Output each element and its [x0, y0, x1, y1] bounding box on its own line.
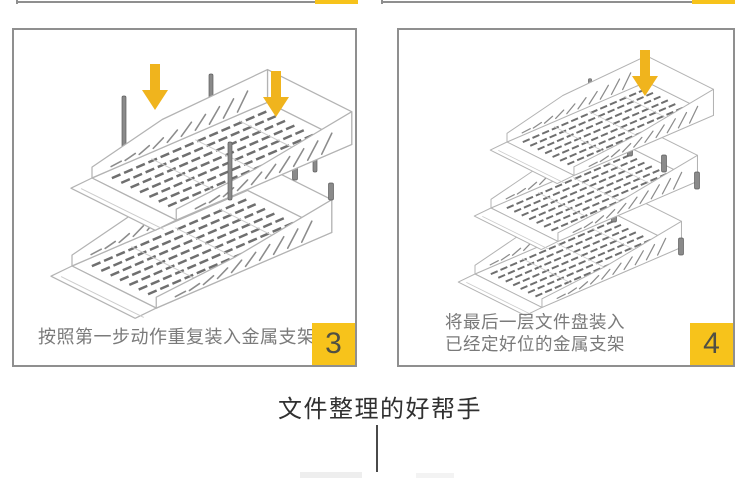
step-4-number-badge: 4	[690, 323, 733, 365]
step-3-number-badge: 3	[312, 323, 355, 365]
metal-rod	[227, 141, 233, 201]
step-4-caption-line-1: 将最后一层文件盘装入	[445, 312, 625, 332]
step-4-caption-line-2: 已经定好位的金属支架	[445, 334, 625, 354]
section-divider-line	[376, 425, 378, 472]
step-3-illustration	[49, 64, 353, 320]
section-tagline: 文件整理的好帮手	[278, 396, 482, 423]
next-section-partial	[416, 473, 454, 478]
previous-step-number-box-partial	[692, 0, 735, 4]
next-section-partial	[300, 472, 362, 478]
step-4-panel: 将最后一层文件盘装入 已经定好位的金属支架 4	[397, 28, 735, 367]
step-3-panel: 按照第一步动作重复装入金属支架 3	[12, 28, 357, 367]
previous-step-number-box-partial	[315, 0, 358, 4]
step-3-caption: 按照第一步动作重复装入金属支架	[38, 327, 316, 347]
step-4-illustration	[457, 50, 715, 317]
step-4-caption: 将最后一层文件盘装入 已经定好位的金属支架	[430, 311, 640, 355]
